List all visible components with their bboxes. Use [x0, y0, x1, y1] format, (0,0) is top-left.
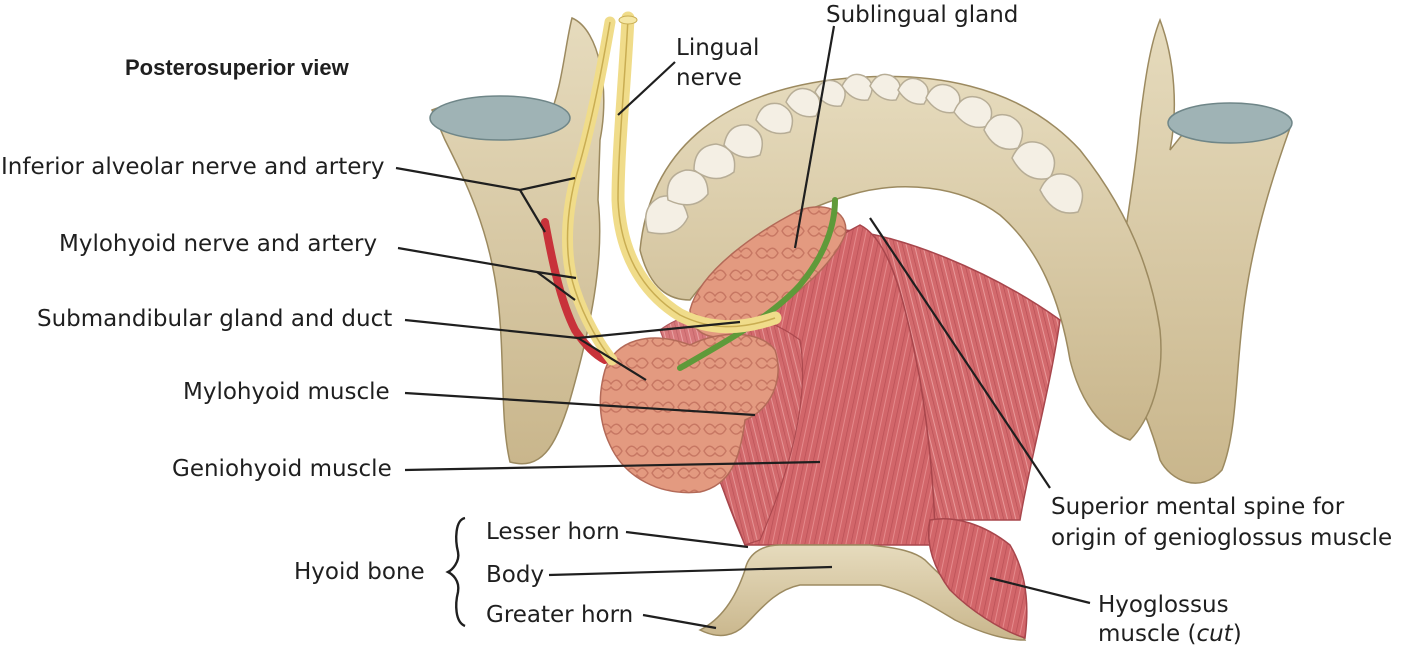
- label-hyoglossus-cut: cut: [1196, 621, 1233, 647]
- label-body: Body: [486, 562, 545, 588]
- right-condyle-cartilage: [1167, 102, 1293, 144]
- inferior-alveolar-artery: [541, 218, 609, 364]
- label-hyoglossus-close: ): [1232, 621, 1242, 647]
- label-superior-mental-spine: Superior mental spine for origin of geni…: [1051, 494, 1393, 551]
- label-submandibular-gland-duct: Submandibular gland and duct: [37, 306, 393, 332]
- left-condyle-cartilage: [429, 95, 571, 141]
- submandibular-duct: [677, 197, 838, 371]
- label-lingual-nerve: Lingual nerve: [676, 35, 760, 91]
- label-hyoglossus-muscle-word: muscle (: [1098, 621, 1197, 647]
- label-mylohyoid-nerve-artery: Mylohyoid nerve and artery: [59, 231, 378, 257]
- label-mylohyoid-muscle: Mylohyoid muscle: [183, 379, 390, 405]
- label-sublingual-gland: Sublingual gland: [826, 2, 1019, 28]
- label-greater-horn: Greater horn: [486, 602, 634, 628]
- label-inferior-alveolar-nerve-artery: Inferior alveolar nerve and artery: [1, 154, 385, 180]
- label-lesser-horn: Lesser horn: [486, 519, 620, 545]
- view-title: Posterosuperior view: [125, 55, 349, 80]
- hyoglossus-muscle: [928, 518, 1028, 639]
- label-geniohyoid-muscle: Geniohyoid muscle: [172, 456, 392, 482]
- lower-teeth: [645, 73, 1084, 235]
- label-hyoid-bone: Hyoid bone: [294, 559, 425, 585]
- leader-lines: [395, 25, 1091, 630]
- label-hyoglossus: Hyoglossus: [1098, 592, 1229, 618]
- submandibular-gland: [599, 333, 779, 494]
- label-hyoglossus-line2: muscle (cut): [1098, 620, 1242, 648]
